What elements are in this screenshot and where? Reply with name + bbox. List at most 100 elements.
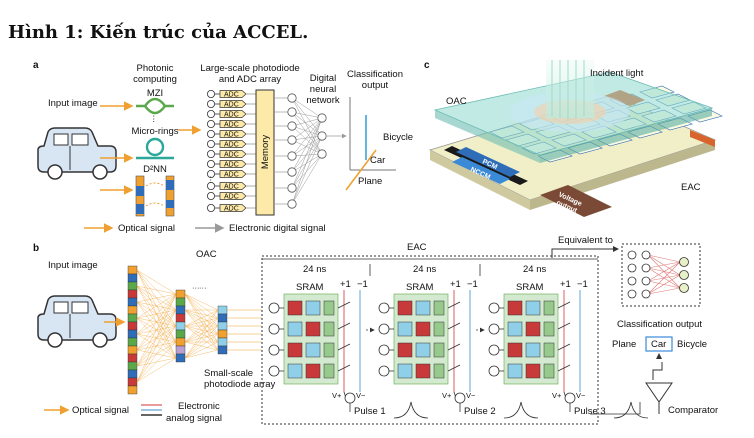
input-image-label-b: Input image [48,260,98,271]
photodiode-icon [206,191,215,200]
v-plus-label: V+ [552,391,562,400]
photodiode-icon [206,149,215,158]
sram-label: SRAM [406,282,434,293]
dnn-node [287,107,297,117]
mzi-label: MZI [147,88,163,99]
v-plus-label: V+ [332,391,342,400]
oac-label-c: OAC [446,96,467,107]
sram-cell [305,363,321,379]
equivalent-network-frame [621,243,701,307]
adc-cell [219,192,247,200]
panel-c: c PCM NCCM Voltage output [424,60,723,217]
oac-pixel [175,297,186,307]
adc-cell [219,120,247,128]
photodiode-icon [206,203,215,212]
sram-cell [305,321,321,337]
photodiode-icon [378,344,390,356]
photodiode-icon [206,100,215,109]
summing-amplifier-icon [344,392,356,404]
input-node [641,250,651,260]
sram-cell [305,300,321,316]
photodiode-icon [206,139,215,148]
panel-a: a Input image Photonic computing MZI [33,60,413,234]
plus-one-label: +1 [560,279,571,290]
oac-pixel [217,313,228,323]
adc-label: ADC [224,162,239,169]
sram-cell [525,321,541,337]
oac-pixel [217,321,228,331]
photodiode-icon [488,323,500,335]
pcm-block [456,147,520,177]
sram-cell [287,363,303,379]
memory-label: Memory [260,135,271,170]
classification-plot [345,97,396,191]
oac-pixel [175,305,186,315]
oac-pixel [175,345,186,355]
svg-text:···: ··· [192,283,200,292]
photodiode-icon [206,159,215,168]
oac-pixel [127,297,138,307]
sram-cell [507,321,523,337]
dnn-label-3: network [306,95,340,106]
output-node [679,283,689,293]
legend-electronic-label-2: analog signal [166,413,222,424]
legend-optical-label-b: Optical signal [72,405,129,416]
photodiode-label-1: Large-scale photodiode [200,63,299,74]
sram-cell [287,300,303,316]
oac-pixel [217,337,228,347]
adc-cell [219,182,247,190]
oac-pixel [127,353,138,363]
adc-cell [219,160,247,168]
oac-pixel [175,353,186,363]
dnn-node [287,93,297,103]
adc-cell [219,110,247,118]
oac-pixel [127,305,138,315]
oac-pixel [127,329,138,339]
adc-label: ADC [224,194,239,201]
figure-title: Hình 1: Kiến trúc của ACCEL. [8,22,309,43]
legend-electronic-label-1: Electronic [178,401,220,412]
oac-pixel [217,329,228,339]
legend-digital-label: Electronic digital signal [229,223,326,234]
photodiode-icon [206,181,215,190]
summing-amplifier-icon [454,392,466,404]
eac-frame [261,255,599,425]
output-node [679,257,689,267]
photodiode-icon [206,110,215,119]
oac-pixel [175,337,186,347]
oac-pixel [217,305,228,315]
adc-cell [219,130,247,138]
eac-label-c: EAC [681,182,701,193]
dnn-node [287,199,297,209]
adc-cell [219,140,247,148]
photodiode-label-2: and ADC array [219,74,282,85]
minus-one-label: −1 [357,279,368,290]
oac-pixel [127,313,138,323]
photodiode-icon [206,129,215,138]
oac-pixel [127,385,138,395]
classification-output-label: Classification output [617,319,702,330]
dnn-node [317,131,327,141]
photodiode-icon [268,365,280,377]
photodiode-icon [268,323,280,335]
comparator-icon [645,353,673,414]
memory-block [255,89,275,216]
adc-label: ADC [224,184,239,191]
photodiode-icon [488,365,500,377]
sram-cell [287,321,303,337]
incident-light-beams [546,60,594,120]
svg-text:···: ··· [199,283,207,292]
oac-pixel [175,289,186,299]
label-car-a: Car [370,155,385,166]
small-photodiode-label-2: photodiode array [204,379,276,390]
oac-pixel [175,321,186,331]
photodiode-icon [268,344,280,356]
sram-cell [507,363,523,379]
sram-label: SRAM [516,282,544,293]
oac-pixel [127,281,138,291]
minus-one-label: −1 [577,279,588,290]
sram-cell [415,321,431,337]
photodiode-icon [627,276,637,286]
dnn-label-1: Digital [310,73,336,84]
